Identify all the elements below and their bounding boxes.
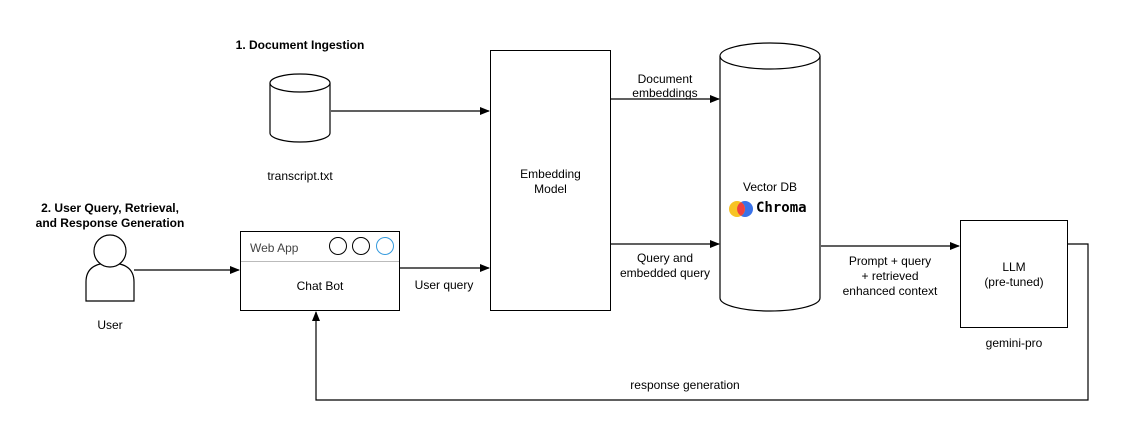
embedding-model-label-line-2: Model [534, 182, 567, 196]
window-circle-active-icon[interactable] [376, 237, 394, 255]
document-embeddings-label-line-2: embeddings [632, 86, 698, 100]
llm-box: LLM (pre-tuned) [960, 220, 1068, 328]
window-circle-icon[interactable] [329, 237, 347, 255]
chroma-logo: Chroma [728, 199, 818, 219]
llm-label-line-2: (pre-tuned) [984, 275, 1044, 289]
user-label: User [97, 318, 123, 332]
prompt-label-line-1: Prompt + query [848, 254, 932, 268]
vector-db-cylinder [719, 42, 821, 312]
llm-label-line-1: LLM [1002, 260, 1026, 274]
chroma-logo-icon [729, 201, 753, 217]
window-circle-icon[interactable] [352, 237, 370, 255]
user-icon [85, 234, 135, 302]
response-generation-label: response generation [630, 378, 740, 392]
query-embedded-label-line-2: embedded query [619, 266, 711, 280]
chat-bot-label: Chat Bot [296, 279, 344, 293]
document-embeddings-label-line-1: Document [637, 72, 693, 86]
web-app-title: Web App [250, 241, 299, 255]
section-2-title-line-1: 2. User Query, Retrieval, [41, 201, 179, 215]
llm-caption: gemini-pro [985, 336, 1043, 350]
query-embedded-label-line-1: Query and [636, 251, 694, 265]
user-query-label: User query [414, 278, 474, 292]
web-app-window[interactable]: Web App Chat Bot [240, 231, 400, 311]
section-1-title: 1. Document Ingestion [235, 38, 365, 52]
chroma-logo-text: Chroma [756, 200, 807, 216]
section-2-title-line-2: and Response Generation [35, 216, 185, 230]
arrow-llm-to-webapp-response [312, 243, 1089, 401]
embedding-model-label-line-1: Embedding [520, 167, 581, 181]
transcript-label: transcript.txt [267, 169, 333, 183]
web-app-titlebar: Web App [241, 232, 399, 262]
vector-db-title: Vector DB [742, 180, 798, 194]
prompt-label-line-2: + retrieved [861, 269, 919, 283]
prompt-label-line-3: enhanced context [842, 284, 938, 298]
embedding-model-box: Embedding Model [490, 50, 611, 311]
transcript-database-icon [269, 73, 331, 143]
